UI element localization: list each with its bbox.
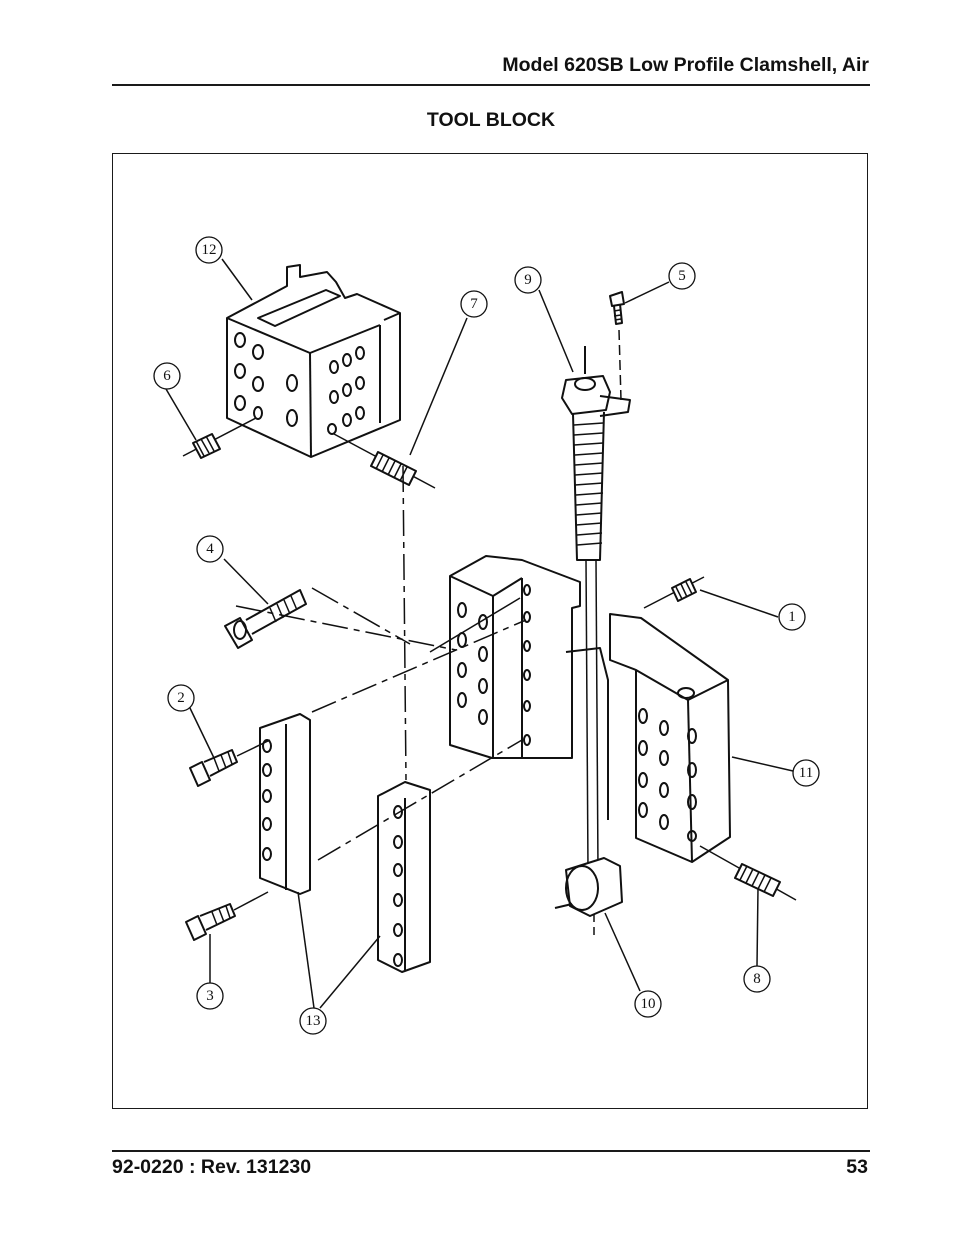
part-9-adjusting-screw bbox=[561, 346, 631, 871]
header-rule bbox=[112, 84, 870, 86]
part-2-screw bbox=[189, 739, 271, 787]
part-10-nut bbox=[554, 857, 623, 940]
callout-circles bbox=[153, 236, 820, 1035]
callout-6: 6 bbox=[163, 368, 171, 384]
callout-3: 3 bbox=[206, 988, 214, 1004]
callout-9: 9 bbox=[524, 272, 532, 288]
footer-doc-id: 92-0220 : Rev. 131230 bbox=[112, 1156, 312, 1178]
figure-frame bbox=[112, 153, 868, 1109]
part-5-screw bbox=[609, 291, 625, 401]
part-3-screw bbox=[185, 891, 269, 941]
part-1-spring bbox=[643, 576, 705, 609]
part-8-set-screw bbox=[699, 845, 797, 901]
part-12-top-block bbox=[226, 264, 401, 458]
callout-4: 4 bbox=[206, 541, 214, 557]
part-11-right-block bbox=[609, 613, 731, 863]
callout-10: 10 bbox=[641, 996, 656, 1012]
callout-11: 11 bbox=[799, 765, 813, 781]
footer-page-number: 53 bbox=[846, 1156, 868, 1178]
callout-8: 8 bbox=[753, 971, 761, 987]
part-6-set-screw bbox=[182, 417, 257, 459]
callout-2: 2 bbox=[177, 690, 185, 706]
callout-leaders bbox=[165, 258, 794, 1009]
callout-13: 13 bbox=[306, 1013, 321, 1029]
part-13-gib-left bbox=[259, 713, 311, 895]
part-7-set-screw bbox=[333, 433, 436, 489]
part-13-gib-right bbox=[377, 781, 431, 973]
section-title: TOOL BLOCK bbox=[426, 109, 556, 131]
part-4-bolt bbox=[224, 587, 521, 653]
header-title: Model 620SB Low Profile Clamshell, Air bbox=[502, 54, 869, 76]
footer-rule bbox=[112, 1150, 870, 1152]
center-block-left bbox=[449, 555, 609, 820]
callout-5: 5 bbox=[678, 268, 686, 284]
assembly-center-lines bbox=[235, 465, 527, 861]
callout-12: 12 bbox=[202, 242, 217, 258]
callout-1: 1 bbox=[788, 609, 796, 625]
callout-7: 7 bbox=[470, 296, 478, 312]
